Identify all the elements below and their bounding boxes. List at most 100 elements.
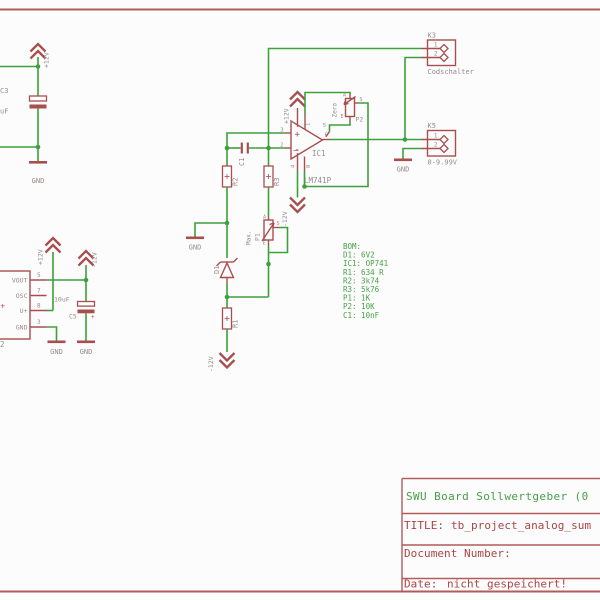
title-value: tb_project_analog_sum bbox=[451, 519, 591, 532]
output-net: GND bbox=[267, 47, 421, 174]
d1-name: D1 bbox=[213, 266, 221, 274]
p2-pin-e: E bbox=[340, 114, 343, 120]
gnd-label: GND bbox=[50, 348, 63, 356]
n12v-flag-icon bbox=[218, 352, 236, 363]
k3-pin-1: 1 bbox=[434, 42, 438, 49]
ic1-name: IC1 bbox=[312, 149, 326, 158]
capacitor-c3: C3 uF bbox=[0, 87, 48, 116]
p12v-label: +12V bbox=[43, 52, 51, 68]
gnd-label: GND bbox=[397, 166, 410, 174]
pin-number-7: 7 bbox=[291, 121, 297, 124]
k5-name: K5 bbox=[428, 122, 436, 130]
pin-number-2: 2 bbox=[280, 143, 283, 149]
c3-value: uF bbox=[0, 108, 8, 116]
gnd-label: GND bbox=[32, 177, 45, 185]
capacitor-c1: C1 bbox=[238, 142, 249, 166]
p1-pin-s: S bbox=[277, 221, 280, 227]
c3-name: C3 bbox=[0, 87, 8, 95]
c1-name: C1 bbox=[238, 158, 246, 166]
k5-pin-2: 2 bbox=[434, 142, 438, 149]
connector-k3: 1 2 K3 Codschalter bbox=[421, 32, 474, 76]
r2-name: R2 bbox=[232, 178, 240, 186]
bom-line: P2: 10K bbox=[343, 302, 375, 311]
p12v-flag-icon bbox=[44, 236, 62, 247]
gnd-label: GND bbox=[189, 244, 202, 252]
gnd-label: GND bbox=[80, 348, 93, 356]
ic1-value: LM741P bbox=[304, 176, 332, 185]
pin-name-osc: OSC bbox=[16, 292, 28, 300]
pin-number-8: 8 bbox=[306, 165, 312, 168]
p1-pin-e: E bbox=[262, 241, 265, 247]
pin-name-uplus: U+ bbox=[20, 307, 28, 315]
pin-number-4: 4 bbox=[291, 164, 297, 168]
n12v-flag-icon bbox=[77, 249, 95, 260]
n12v-label: -12V bbox=[91, 252, 99, 268]
p12v-flag-icon bbox=[289, 90, 306, 101]
k5-pin-1: 1 bbox=[434, 133, 438, 140]
n12v-label: -12V bbox=[281, 211, 289, 227]
r3-name: R3 bbox=[273, 178, 281, 186]
trimmer-p2: Zero P2 A E S bbox=[304, 91, 364, 132]
bom-line: IC1: OP741 bbox=[343, 259, 388, 268]
pin-number-5: 5 bbox=[37, 272, 41, 279]
opamp-plus-mark: + bbox=[295, 130, 301, 140]
bom-line: R3: 5k76 bbox=[343, 285, 380, 294]
bom-line: D1: 6V2 bbox=[343, 251, 375, 260]
n12v-flag-icon bbox=[289, 196, 306, 207]
p12v-flag-icon bbox=[29, 42, 47, 53]
capacitor-c5: 10uF C5 + GND bbox=[54, 280, 96, 356]
ic-plus-mark: + bbox=[1, 302, 6, 311]
date-value: nicht gespeichert! bbox=[447, 578, 567, 591]
date-label: Date: bbox=[404, 578, 437, 591]
c5-name: C5 bbox=[69, 313, 77, 321]
pin-number-3: 3 bbox=[280, 128, 283, 134]
input-network: C1 R2 GND D1 bbox=[186, 132, 289, 372]
project-name: SWU Board Sollwertgeber (0 bbox=[406, 490, 589, 503]
k5-label: 0-9.99V bbox=[428, 159, 458, 167]
title-block: SWU Board Sollwertgeber (0 TITLE: tb_pro… bbox=[401, 477, 600, 592]
p12v-label: +12V bbox=[283, 108, 291, 124]
k3-name: K3 bbox=[428, 32, 436, 40]
gnd-tap: GND bbox=[186, 222, 227, 252]
p2-value: Zero bbox=[332, 103, 339, 118]
n12v-label: -12V bbox=[207, 356, 215, 372]
resistor-r2: R2 bbox=[221, 165, 240, 188]
ic-name-partial: 2 bbox=[0, 340, 5, 349]
bom-note: BOM: D1: 6V2 IC1: OP741 R1: 634 R R2: 3k… bbox=[343, 242, 388, 320]
document-number-label: Document Number: bbox=[404, 547, 511, 560]
pin-number-5: 5 bbox=[323, 123, 326, 129]
pin-number-1: 1 bbox=[306, 123, 312, 126]
p12v-label: +12V bbox=[37, 249, 45, 265]
resistor-r3: R3 bbox=[263, 148, 281, 216]
pin-number-3: 3 bbox=[37, 319, 41, 326]
bom-line: R1: 634 R bbox=[343, 268, 384, 277]
title-label: TITLE: bbox=[404, 519, 444, 532]
p2-pin-s: S bbox=[360, 97, 363, 103]
zener-diode-d1: D1 bbox=[213, 257, 238, 284]
bom-line: R2: 3k74 bbox=[343, 276, 380, 285]
c5-value: 10uF bbox=[54, 296, 70, 304]
resistor-r1: R1 bbox=[221, 297, 240, 352]
connector-k5: 1 2 K5 0-9.99V bbox=[421, 122, 458, 167]
k3-label: Codschalter bbox=[428, 68, 474, 76]
pin-number-8: 8 bbox=[37, 303, 41, 310]
p1-name: P1 bbox=[254, 233, 262, 241]
pin-name-gnd: GND bbox=[16, 324, 28, 332]
trimmer-p1: Max. P1 A E S bbox=[227, 215, 289, 298]
r1-name: R1 bbox=[232, 320, 240, 328]
bom-line: C1: 10nF bbox=[343, 311, 380, 320]
bom-line: P1: 1K bbox=[343, 294, 371, 303]
p2-pin-a: A bbox=[343, 93, 346, 99]
pin-number-7: 7 bbox=[37, 288, 41, 295]
p2-name: P2 bbox=[356, 116, 364, 124]
p1-value: Max. bbox=[246, 231, 253, 245]
left-supply-rail: +12V C3 uF GND bbox=[0, 42, 51, 185]
bom-line: BOM: bbox=[343, 242, 361, 251]
charge-pump-ic: + 2 VOUT OSC U+ GND 5 7 8 3 +12V -12V bbox=[0, 236, 99, 356]
p1-pin-a: A bbox=[263, 215, 266, 221]
opamp-ic1: + - 3 2 6 5 7 1 4 8 IC1 LM741P +12V -12V bbox=[280, 90, 369, 227]
c5-plus-mark: + bbox=[91, 314, 95, 321]
page-border bbox=[0, 8, 600, 593]
